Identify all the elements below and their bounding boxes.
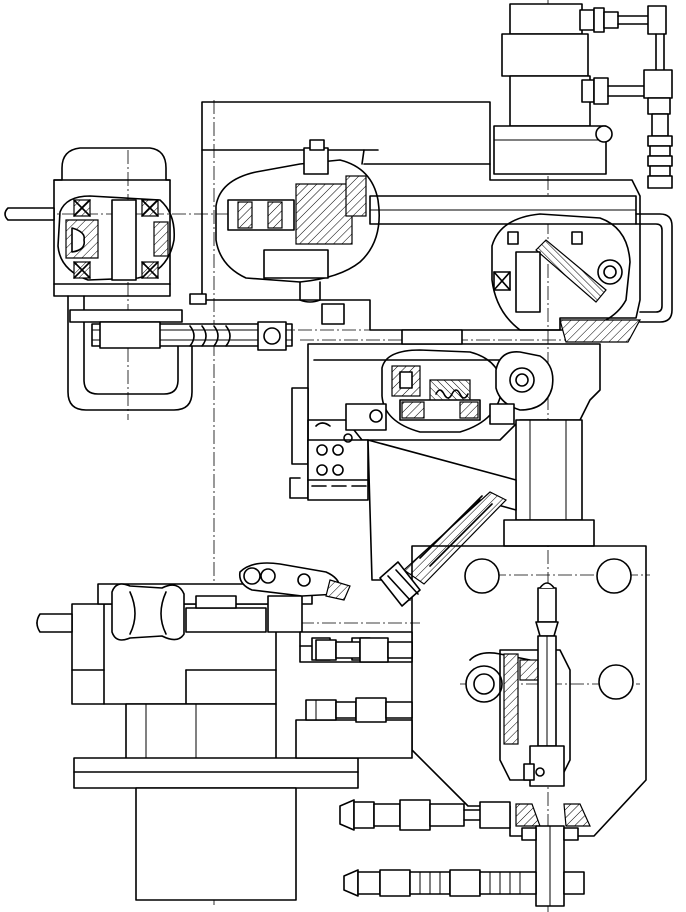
hose-fitting-row-2	[305, 697, 413, 723]
diagonal-strut	[367, 439, 517, 585]
middle-left-block	[289, 387, 369, 501]
upper-section-cutaway	[215, 139, 380, 325]
upper-main-body	[201, 101, 673, 331]
lower-left-base	[71, 603, 413, 901]
main-column	[503, 419, 595, 547]
misc-details	[189, 149, 583, 345]
hose-fitting-row-1	[315, 637, 413, 663]
angled-fitting	[379, 561, 421, 607]
upper-tie-rod	[91, 321, 293, 351]
toggle-link	[238, 562, 351, 601]
top-hose-fitting-1	[579, 5, 667, 71]
left-lower-loop-handle	[67, 295, 193, 411]
top-vertical-cylinder	[493, 3, 613, 175]
hose-fitting-row-4	[343, 869, 585, 897]
left-rotary-housing	[53, 147, 176, 297]
top-hose-fitting-2	[581, 69, 673, 189]
lower-shaft	[521, 825, 579, 907]
right-upper-cutaway	[491, 213, 642, 343]
left-pin-handle	[4, 207, 55, 221]
left-locating-pin	[36, 613, 73, 633]
hose-fitting-row-3	[339, 799, 511, 831]
lower-right-plate	[411, 545, 647, 837]
